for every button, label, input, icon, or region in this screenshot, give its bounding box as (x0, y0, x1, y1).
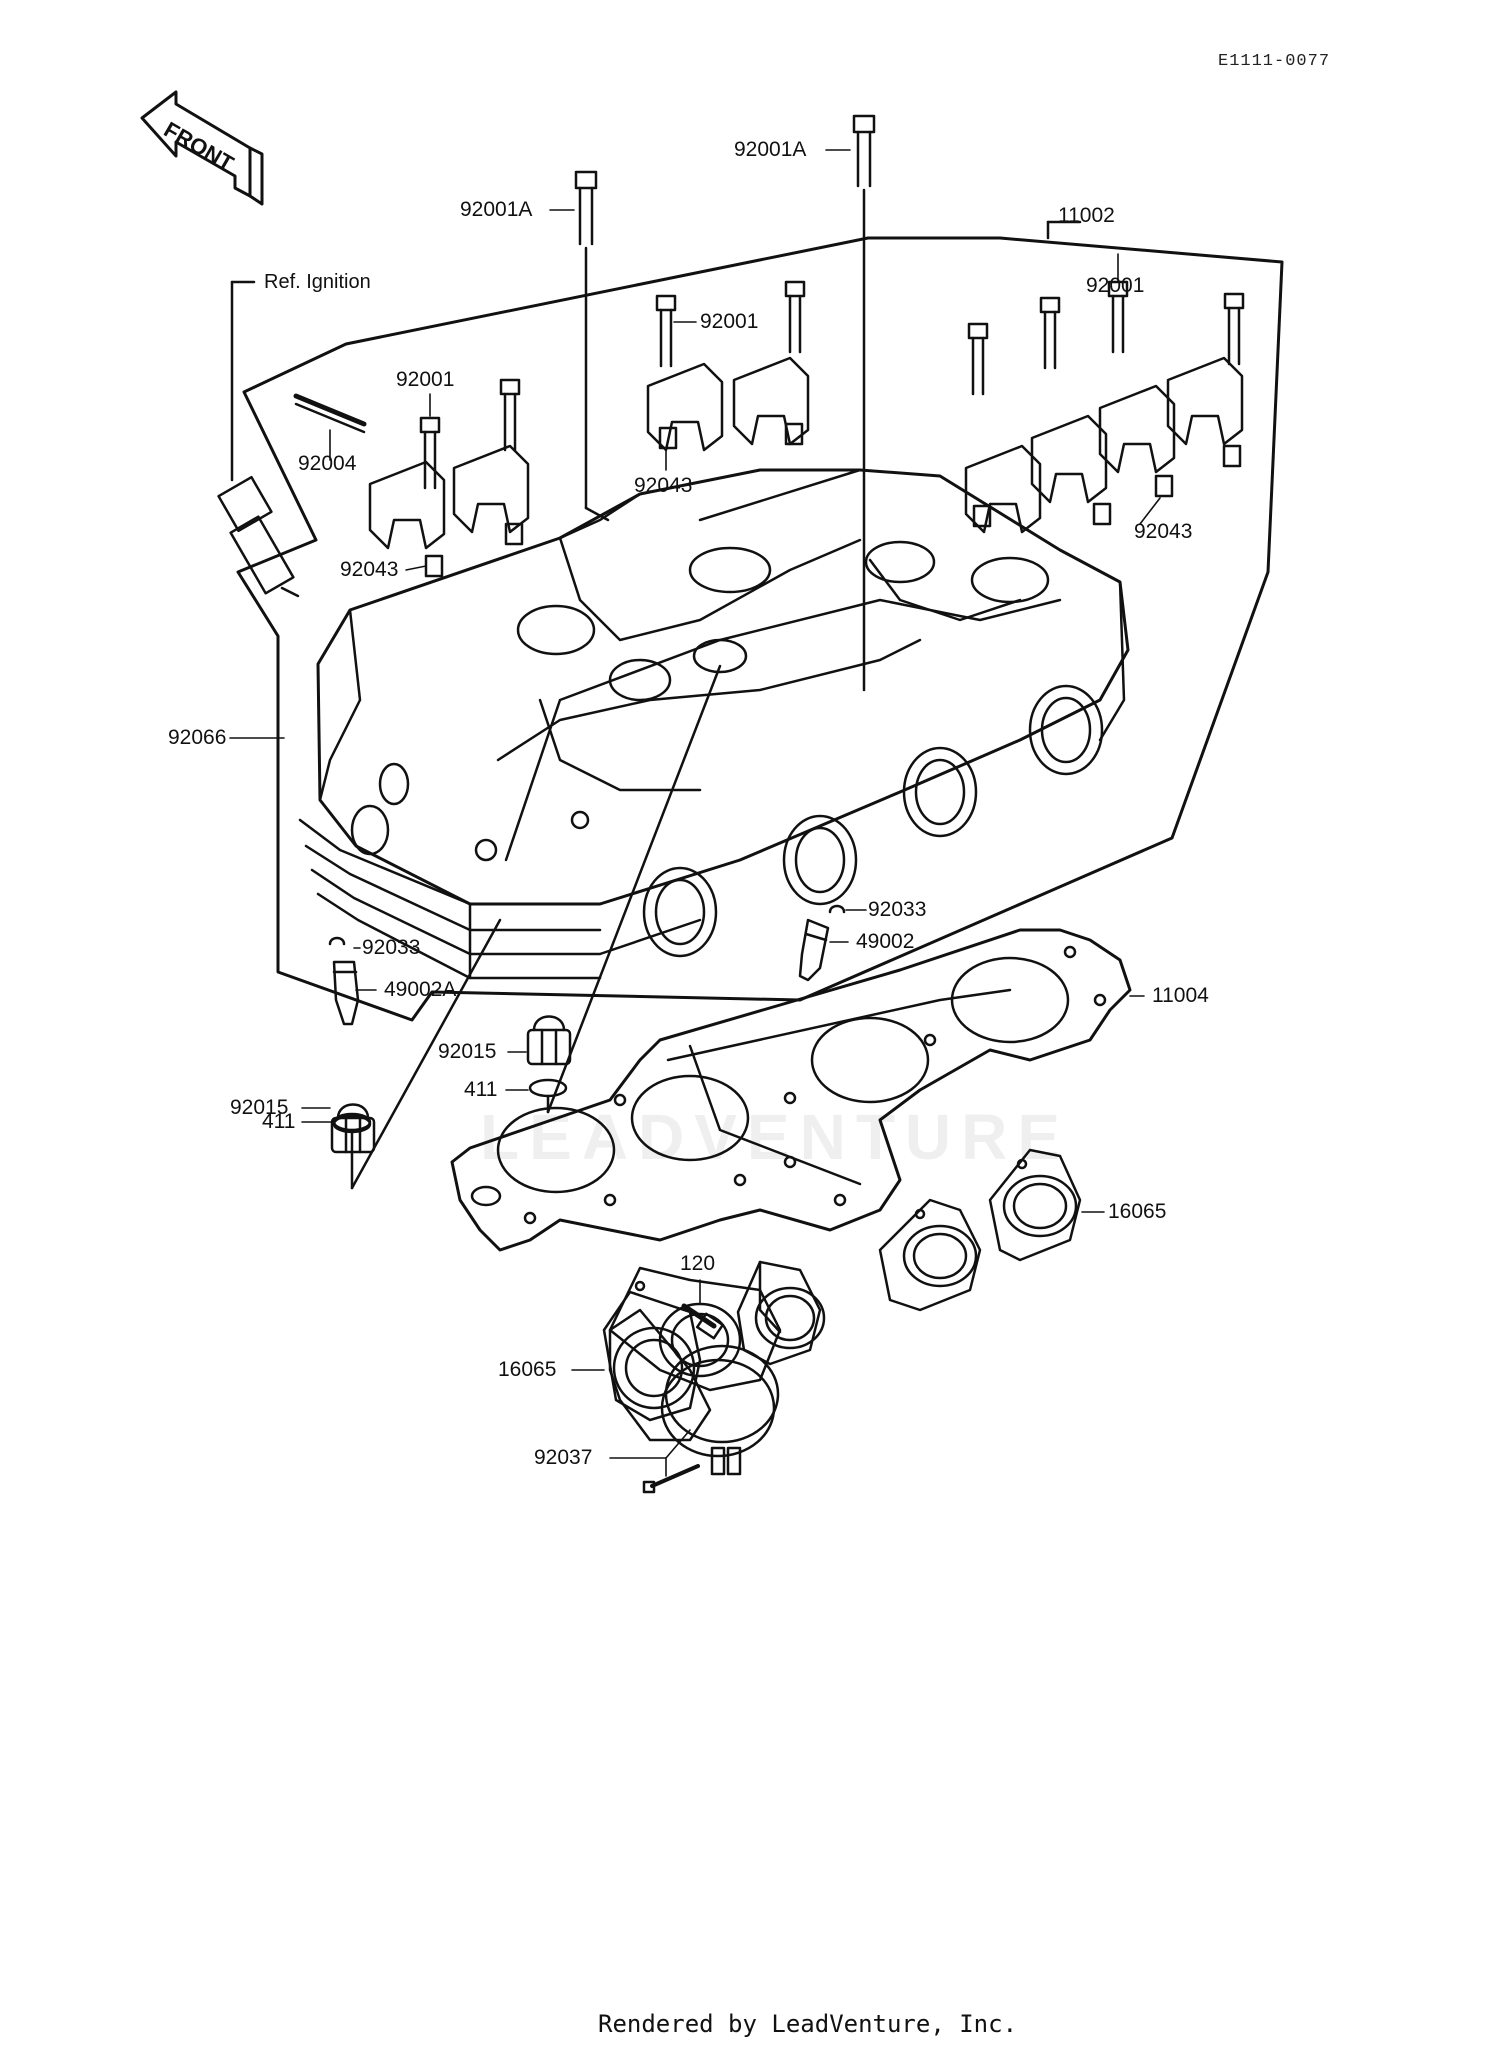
cap-nut-center-icon (526, 1015, 572, 1066)
callout-92037: 92037 (534, 1446, 593, 1469)
callout-92001-right: 92001 (1086, 274, 1145, 297)
callout-92001a-left: 92001A (460, 198, 533, 221)
assembly-outline (236, 236, 1284, 1022)
callout-411-left: 411 (262, 1110, 296, 1133)
carb-holder-left-c-icon (736, 1260, 826, 1366)
carb-holder-left-b-icon (608, 1260, 782, 1442)
ref-ignition-note: Ref. Ignition (264, 271, 371, 293)
callout-49002a: 49002A (384, 978, 457, 1001)
callout-92015-center: 92015 (438, 1040, 497, 1063)
clamp-icon (642, 1344, 780, 1494)
callout-411-center: 411 (464, 1078, 498, 1101)
carb-holder-left-d-icon (602, 1290, 702, 1422)
callout-92001-left: 92001 (396, 368, 455, 391)
callout-leaders (229, 149, 1161, 1477)
callout-92033-left: 92033 (362, 936, 421, 959)
valve-guide-left-icon (328, 936, 360, 1026)
callout-92004: 92004 (298, 452, 357, 475)
callout-16065-right: 16065 (1108, 1200, 1167, 1223)
screw-icon (681, 1303, 725, 1340)
carb-holder-right-b-icon (988, 1148, 1082, 1262)
callout-120: 120 (680, 1252, 716, 1275)
callout-16065-left: 16065 (498, 1358, 557, 1381)
document-id: E1111-0077 (1218, 52, 1331, 71)
head-bolts-long (574, 114, 876, 692)
footer-credit: Rendered by LeadVenture, Inc. (598, 2010, 1018, 2038)
callout-11002: 11002 (1058, 204, 1115, 227)
stud-icon (293, 393, 367, 434)
camshaft-caps (368, 356, 1244, 550)
valve-guide-right-icon (798, 904, 846, 982)
callout-92015-left: 92015 (230, 1096, 289, 1119)
cam-cap-bolts (419, 280, 1245, 490)
front-arrow-icon: FRONT (140, 90, 264, 206)
callout-92001-center: 92001 (700, 310, 759, 333)
callout-92043-center: 92043 (634, 474, 693, 497)
carb-holder-right-a-icon (878, 1198, 982, 1312)
callout-92033-right: 92033 (868, 898, 927, 921)
head-gasket-icon (450, 928, 1132, 1252)
callout-92043-right: 92043 (1134, 520, 1193, 543)
spark-plug-icon (217, 475, 300, 598)
callout-11004: 11004 (1152, 984, 1209, 1007)
cylinder-head-body (298, 468, 1130, 980)
callout-92066: 92066 (168, 726, 227, 749)
dowel-pins (424, 422, 1242, 578)
callout-92043-left: 92043 (340, 558, 399, 581)
callout-49002: 49002 (856, 930, 915, 953)
callout-92001a-center: 92001A (734, 138, 807, 161)
